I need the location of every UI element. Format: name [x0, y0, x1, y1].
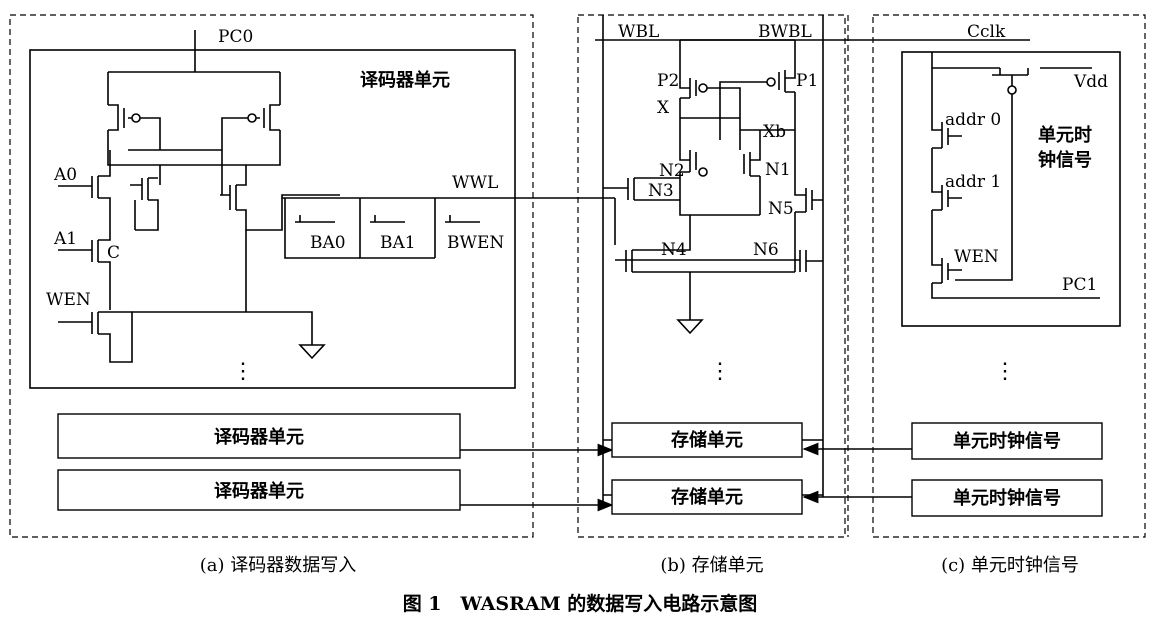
caption-b: (b) 存储单元	[660, 555, 763, 576]
memory-box-1-label: 存储单元	[671, 429, 743, 451]
gate-ba1-label: BA1	[380, 233, 416, 253]
nmos-addr1	[931, 182, 962, 255]
clock-pmos	[931, 52, 1092, 86]
nmos-inner-right	[220, 165, 340, 231]
decoder-unit-box	[29, 49, 516, 389]
pmos-p2-bubble	[698, 83, 708, 93]
cclk-label: Cclk	[967, 22, 1006, 42]
pmos-p1	[778, 70, 796, 130]
clock-box-2-label: 单元时钟信号	[953, 487, 1061, 509]
decoder-box-2	[57, 469, 461, 511]
pmos-drain-wires	[107, 130, 281, 166]
panel-a: PC0 A0 A1 C WEN WWL BA0 BA1 BW	[9, 14, 615, 576]
nmos-bwen	[434, 198, 480, 258]
panel-c-dots: ⋮	[994, 359, 1016, 384]
xb-label: Xb	[763, 122, 786, 142]
pmos-left	[108, 104, 132, 131]
clock-unit-box	[901, 51, 1121, 327]
nmos-n5	[794, 130, 823, 245]
wbl-label: WBL	[618, 22, 659, 42]
decoder-vertical	[132, 230, 313, 345]
clock-box-2	[911, 479, 1103, 517]
nmos-wen-c	[931, 255, 1100, 299]
panel-c-dashed-border	[872, 14, 1146, 538]
figure-title: 图 1 WASRAM 的数据写入电路示意图	[403, 592, 758, 615]
nmos-ba1	[359, 198, 435, 259]
nmos-inner-left	[130, 177, 159, 231]
memory-box-2	[611, 479, 803, 515]
cross-wires	[128, 149, 223, 195]
nmos-ba0	[284, 198, 360, 259]
nmos-n2	[679, 118, 760, 216]
nmos-a1	[58, 232, 111, 310]
nmos-n1	[743, 130, 761, 215]
p2-label: P2	[657, 71, 679, 91]
pmos-right	[256, 104, 280, 131]
bwbl-label: BWBL	[758, 22, 812, 42]
input-a0-label: A0	[53, 165, 77, 185]
pmos-left-bubble	[131, 113, 141, 123]
cell-top-rail	[679, 39, 796, 72]
nmos-n3	[603, 177, 680, 201]
caption-a: (a) 译码器数据写入	[200, 555, 357, 576]
vdd-label: Vdd	[1073, 72, 1108, 92]
nmos-n4-n6	[615, 215, 823, 320]
nmos-a0	[58, 150, 111, 232]
decoder-box-2-label: 译码器单元	[214, 480, 304, 502]
n3-label: N3	[648, 181, 674, 201]
x-label: X	[657, 98, 670, 118]
pmos-p1-bubble	[766, 77, 776, 87]
pc0-label: PC0	[218, 27, 253, 47]
nmos-addr0	[931, 68, 962, 182]
panel-b-dots: ⋮	[709, 359, 731, 384]
gate-ba0-label: BA0	[310, 233, 346, 253]
clock-pmos-bubble	[1007, 85, 1017, 95]
node-c-label: C	[107, 243, 120, 263]
vdd-wire	[955, 94, 1013, 281]
wwl-label: WWL	[452, 173, 498, 193]
n2-label: N2	[659, 161, 685, 181]
decoder-box-1-label: 译码器单元	[214, 426, 304, 448]
clock-wen-label: WEN	[954, 247, 999, 267]
input-wen-label: WEN	[46, 290, 91, 310]
n6-label: N6	[753, 240, 779, 260]
decoder-box-1	[57, 413, 461, 459]
memory-box-2-label: 存储单元	[671, 486, 743, 508]
clock-title-line2: 钟信号	[1038, 149, 1092, 171]
input-a1-label: A1	[53, 229, 77, 249]
panel-b: WBL BWBL P2 P1 X Xb N2 N1 N3 N5 N4 N6 ⋮ …	[577, 14, 846, 576]
pmos-right-bubble	[247, 113, 257, 123]
panel-b-dashed-border	[577, 14, 846, 538]
clock-box-1-label: 单元时钟信号	[953, 430, 1061, 452]
pc1-label: PC1	[1062, 275, 1097, 295]
p1-label: P1	[796, 71, 818, 91]
n5-label: N5	[768, 199, 794, 219]
clock-title-line1: 单元时	[1038, 124, 1092, 146]
nmos-n2-bubble	[698, 167, 708, 177]
ground-b	[676, 319, 704, 335]
bitline-taps	[603, 439, 823, 496]
addr1-label: addr 1	[945, 172, 1001, 192]
caption-c: (c) 单元时钟信号	[941, 555, 1079, 576]
pmos-p2	[679, 72, 697, 118]
addr0-label: addr 0	[945, 110, 1001, 130]
pc0-wire	[107, 30, 281, 105]
cross-coupled	[680, 81, 795, 150]
decoder-title: 译码器单元	[360, 69, 450, 91]
clock-box-1	[911, 422, 1103, 460]
panel-a-dashed-border	[9, 14, 534, 538]
memory-box-1	[611, 422, 803, 458]
ground-a	[298, 344, 326, 360]
gate-bwen-label: BWEN	[447, 233, 504, 253]
nmos-wen	[58, 311, 133, 363]
n1-label: N1	[765, 160, 791, 180]
pmos-gate-wires	[140, 117, 248, 150]
panel-a-dots: ⋮	[232, 359, 254, 384]
panel-c: Cclk Vdd addr 0 addr 1 WEN PC1 单元时 钟信号 ⋮…	[595, 14, 1146, 576]
